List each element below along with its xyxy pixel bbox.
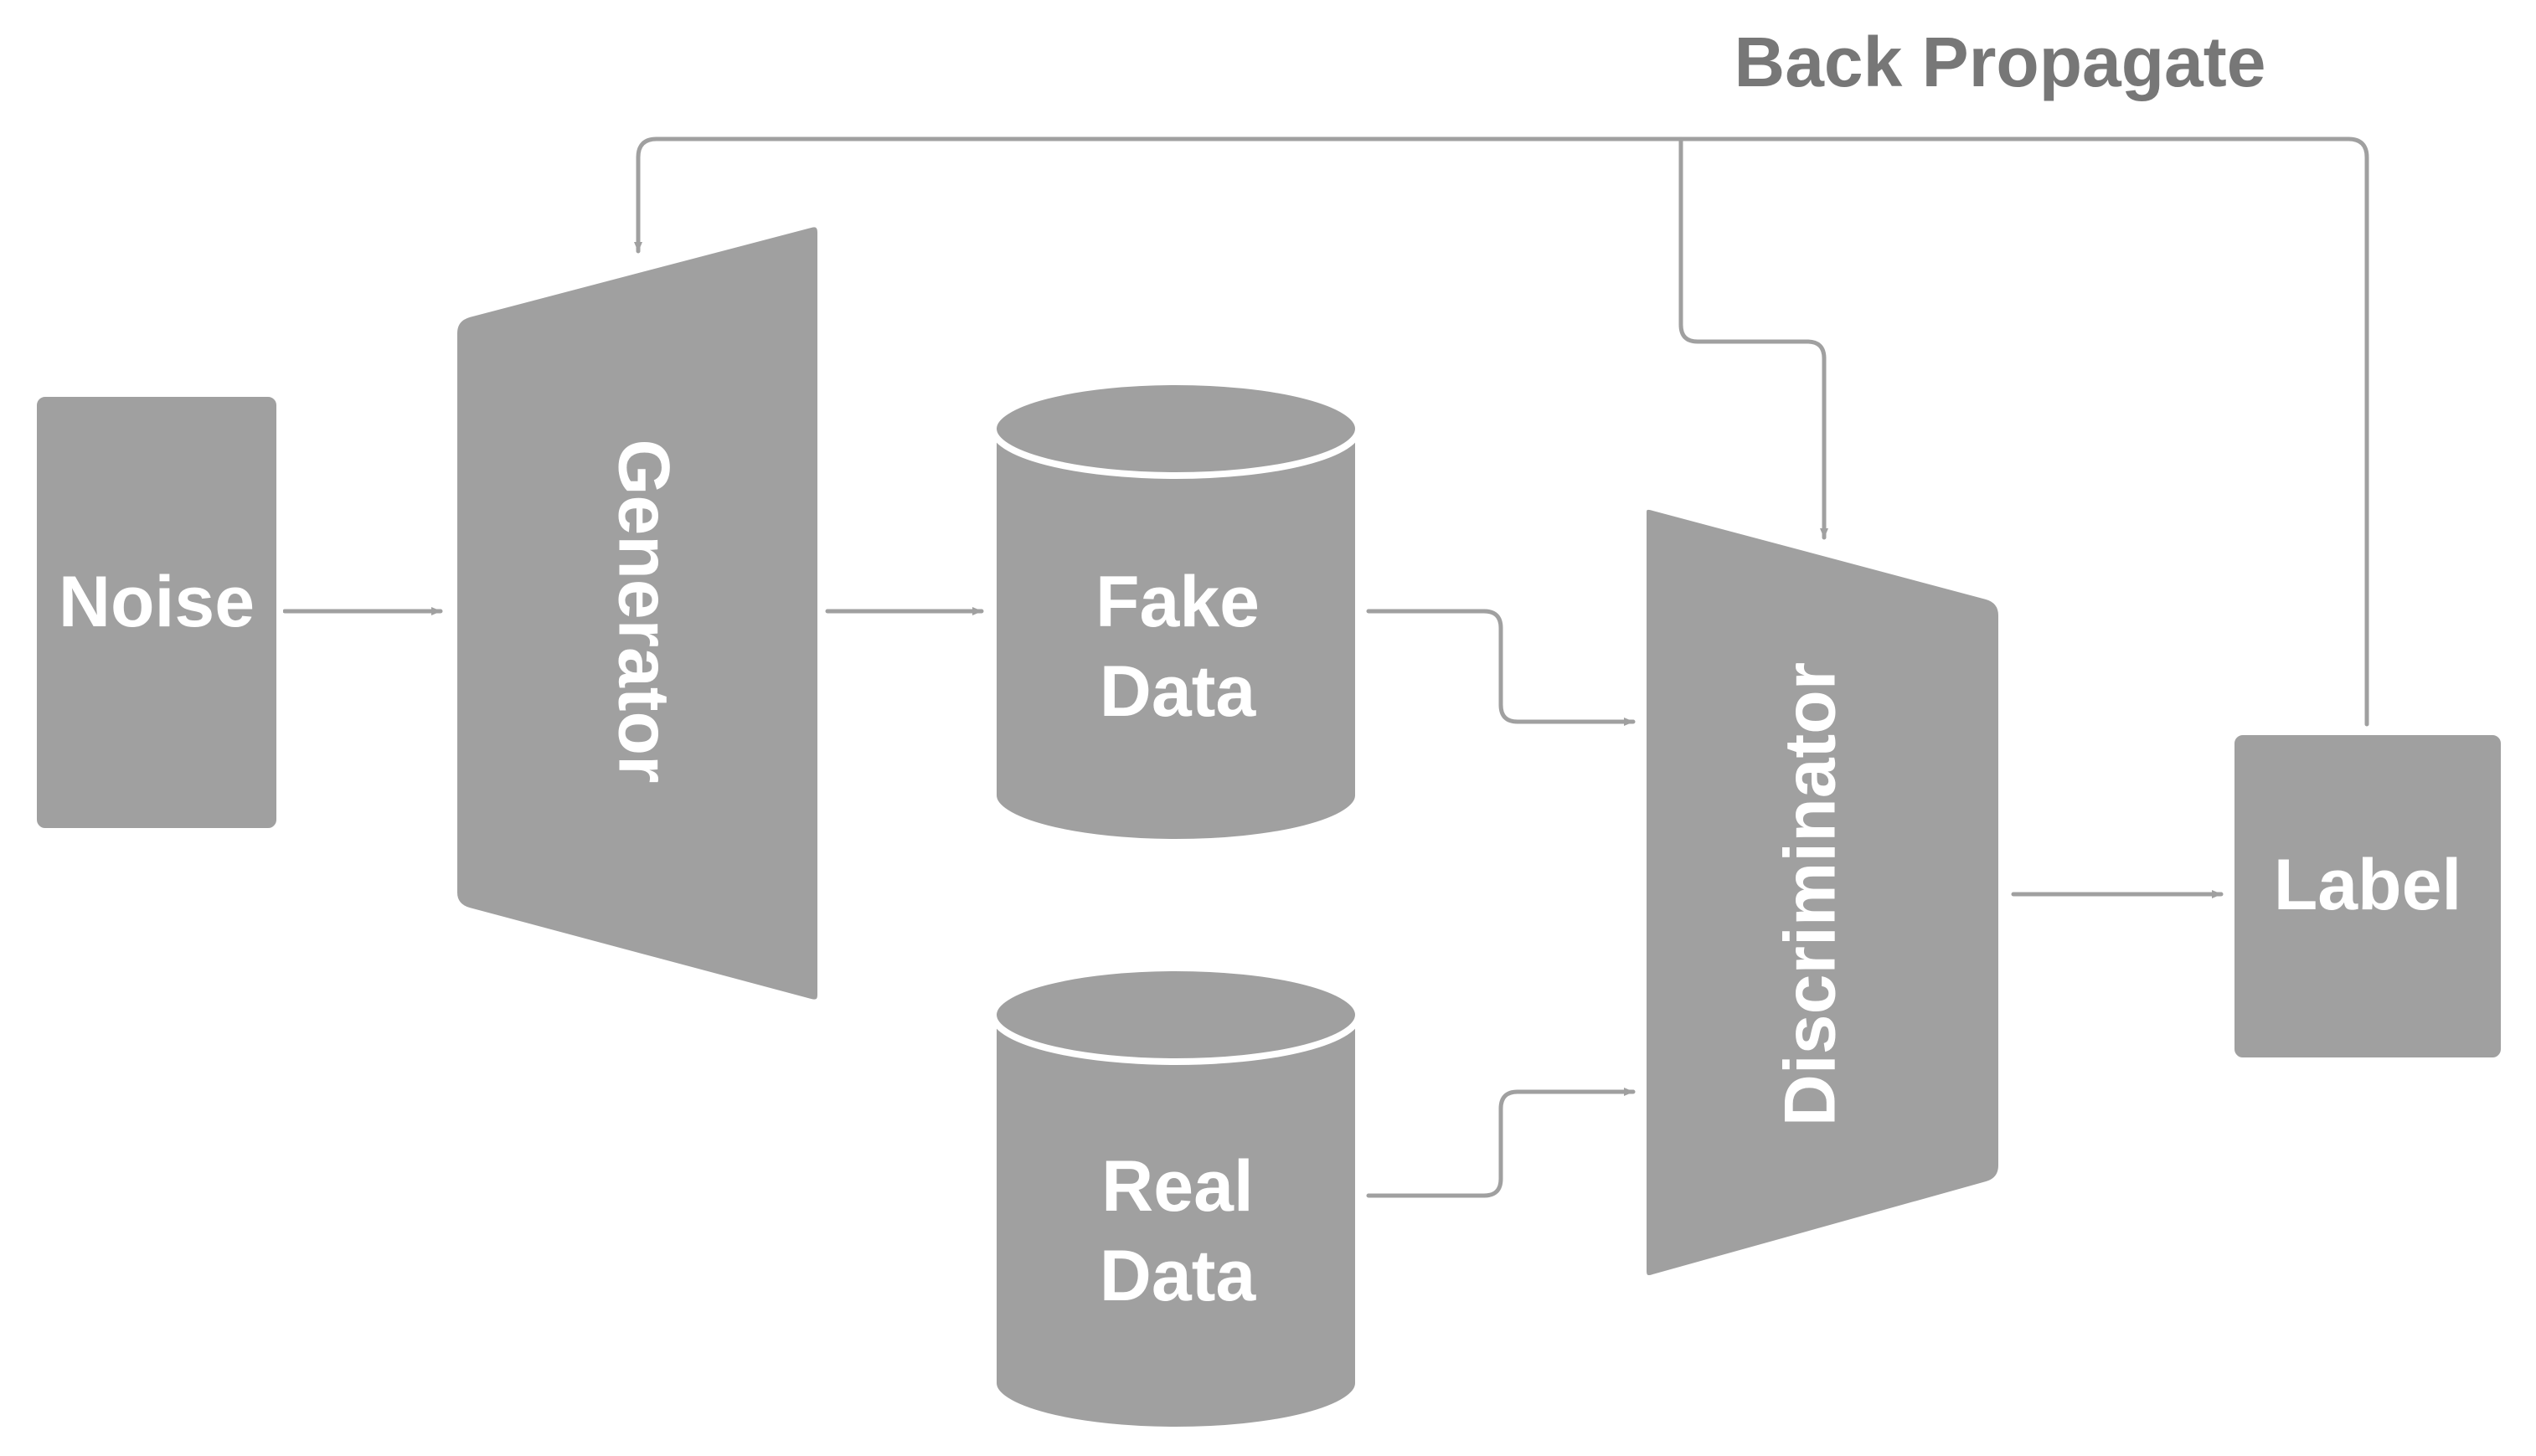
back-propagate-loop-line — [634, 136, 2369, 727]
fake-data-label-line1: Fake — [1095, 562, 1260, 642]
label-node: Label — [2228, 728, 2508, 1064]
back-propagate-to-discriminator-line — [1678, 136, 1828, 540]
generator-node: Generator — [451, 220, 824, 1006]
fake-data-node: Fake Data — [990, 378, 1362, 846]
real-data-label-line1: Real — [1101, 1146, 1254, 1227]
real-data-to-discriminator-arrow — [1366, 1088, 1636, 1198]
fake-data-to-discriminator-arrow — [1366, 609, 1636, 726]
real-data-node: Real Data — [990, 965, 1362, 1433]
discriminator-label: Discriminator — [1771, 662, 1851, 1126]
discriminator-node: Discriminator — [1640, 502, 2005, 1282]
real-data-label-line2: Data — [1100, 1236, 1257, 1316]
fake-data-label-line2: Data — [1100, 651, 1257, 732]
noise-label: Noise — [59, 562, 255, 642]
back-propagate-title: Back Propagate — [1734, 23, 2266, 101]
label-node-label: Label — [2274, 845, 2462, 925]
generator-label: Generator — [603, 439, 683, 783]
noise-node: Noise — [30, 390, 283, 835]
